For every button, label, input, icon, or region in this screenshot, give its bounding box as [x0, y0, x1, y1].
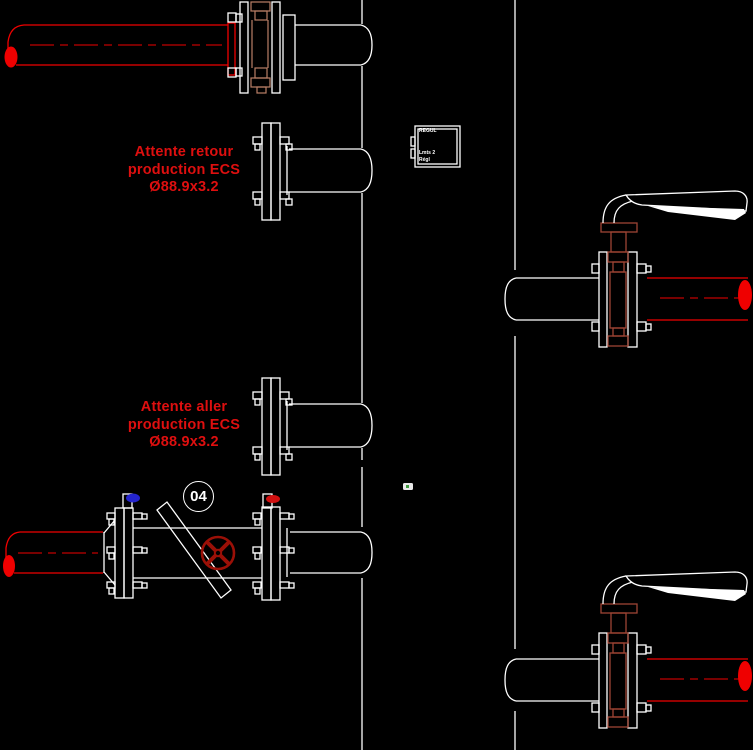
- flange-bolts-icon: [252, 391, 293, 461]
- control-box-line1: Lmts 2: [419, 150, 436, 156]
- flange-stud-icon: [250, 1, 271, 94]
- valve-handwheel-icon: [200, 535, 236, 571]
- pipe-body-icon: [133, 527, 262, 579]
- red-vent-marker: [266, 495, 280, 503]
- red-pipe-icon: [647, 277, 752, 321]
- white-pipe-icon: [286, 146, 373, 195]
- white-pipe-icon: [286, 401, 373, 450]
- label-line: Attente aller: [140, 399, 228, 415]
- pipe-assembly-bottom-left[interactable]: [3, 493, 373, 601]
- valve-stem-icon: [156, 501, 232, 599]
- blue-vent-marker: [126, 493, 140, 503]
- control-box[interactable]: [410, 125, 461, 168]
- label-attente-aller[interactable]: Attente aller production ECS Ø88.9x3.2: [109, 399, 259, 452]
- flange-bolts-icon: [227, 12, 243, 78]
- lever-handle-icon: [602, 190, 748, 224]
- stub-flange-retour[interactable]: [252, 122, 373, 221]
- label-line: Attente retour: [134, 144, 234, 160]
- valve-body-icon: [600, 222, 638, 347]
- flange-bolts-icon: [252, 136, 293, 206]
- stub-flange-aller[interactable]: [252, 377, 373, 476]
- white-pipe-icon: [282, 14, 373, 81]
- marker-speck: [403, 483, 413, 490]
- label-line: production ECS: [127, 161, 241, 178]
- valve-assembly-bottom-right[interactable]: [504, 571, 753, 729]
- label-line: production ECS: [127, 416, 241, 433]
- flange-plates-icon: [239, 1, 281, 94]
- red-pipe-icon: [4, 22, 236, 76]
- flange-plates-icon: [598, 251, 638, 348]
- flange-pair-left-icon: [106, 493, 148, 599]
- label-line: Ø88.9x3.2: [149, 434, 219, 450]
- white-pipe-icon: [504, 277, 599, 321]
- valve-assembly-top-right[interactable]: [504, 190, 752, 348]
- label-line: Ø88.9x3.2: [149, 179, 219, 195]
- flange-bolts-icon: [591, 263, 652, 332]
- red-pipe-icon: [3, 531, 103, 577]
- flange-pair-right-icon: [252, 493, 295, 601]
- control-box-line2: Régl: [419, 157, 430, 163]
- pipe-assembly-top-left[interactable]: [4, 1, 373, 94]
- white-pipe-icon: [286, 528, 373, 577]
- valve-tag-badge[interactable]: 04: [183, 481, 214, 512]
- label-attente-retour[interactable]: Attente retour production ECS Ø88.9x3.2: [109, 144, 259, 197]
- control-box-header: REGUL: [419, 128, 437, 134]
- reducer-cone-icon: [103, 519, 116, 586]
